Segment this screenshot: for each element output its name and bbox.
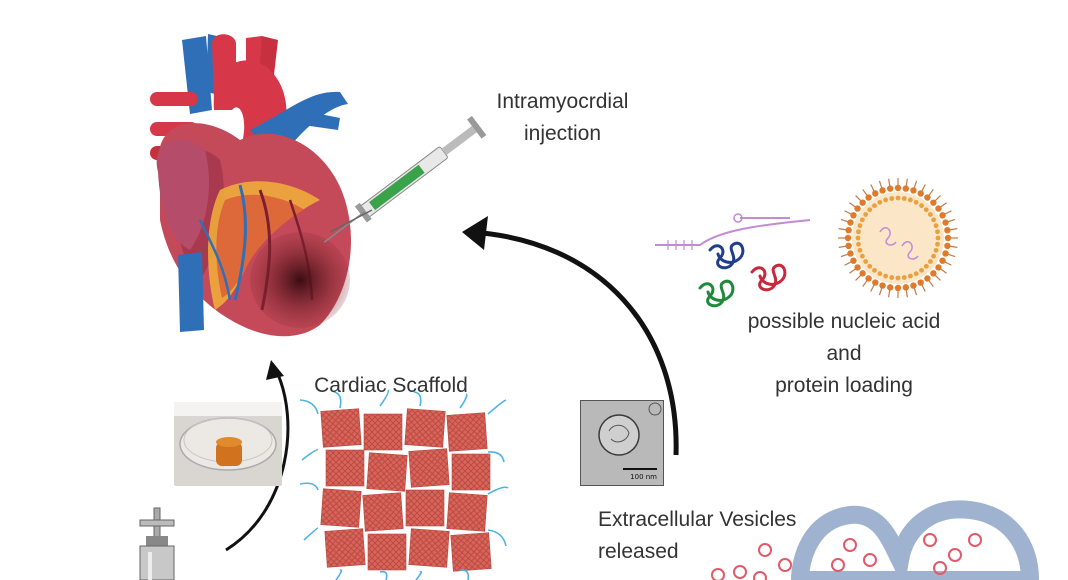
liposome-icon: [838, 178, 958, 298]
heart-icon: [150, 34, 351, 337]
cell-membrane-icon: [711, 500, 1040, 580]
tem-micrograph: 100 nm: [580, 400, 664, 486]
injection-label-line-1: Intramyocrdial: [496, 90, 629, 113]
scaffold-label: Cardiac Scaffold: [314, 374, 468, 397]
vesicles-label-line-1: Extracellular Vesicles: [598, 508, 797, 531]
scale-bar-label: 100 nm: [630, 473, 657, 481]
scaffold-grid-icon: [299, 389, 509, 580]
syringe-icon: [323, 115, 487, 243]
vesicles-label-line-2: released: [598, 540, 679, 563]
bioreactor-icon: [139, 507, 175, 580]
loading-label-line-1: possible nucleic acid: [747, 310, 941, 333]
vesicles-label: Extracellular Vesicles released: [598, 504, 858, 568]
loading-label-line-2: and: [826, 342, 862, 365]
petri-dish-photo: [174, 402, 282, 486]
loading-label: possible nucleic acid and protein loadin…: [724, 306, 964, 402]
curved-arrow-icon: [469, 229, 679, 456]
protein-icon: [698, 241, 787, 308]
nucleic-acid-icon: [655, 213, 811, 250]
injection-label-line-2: injection: [523, 122, 602, 145]
loading-label-line-3: protein loading: [775, 374, 913, 397]
injection-label: Intramyocrdial injection: [470, 86, 655, 150]
